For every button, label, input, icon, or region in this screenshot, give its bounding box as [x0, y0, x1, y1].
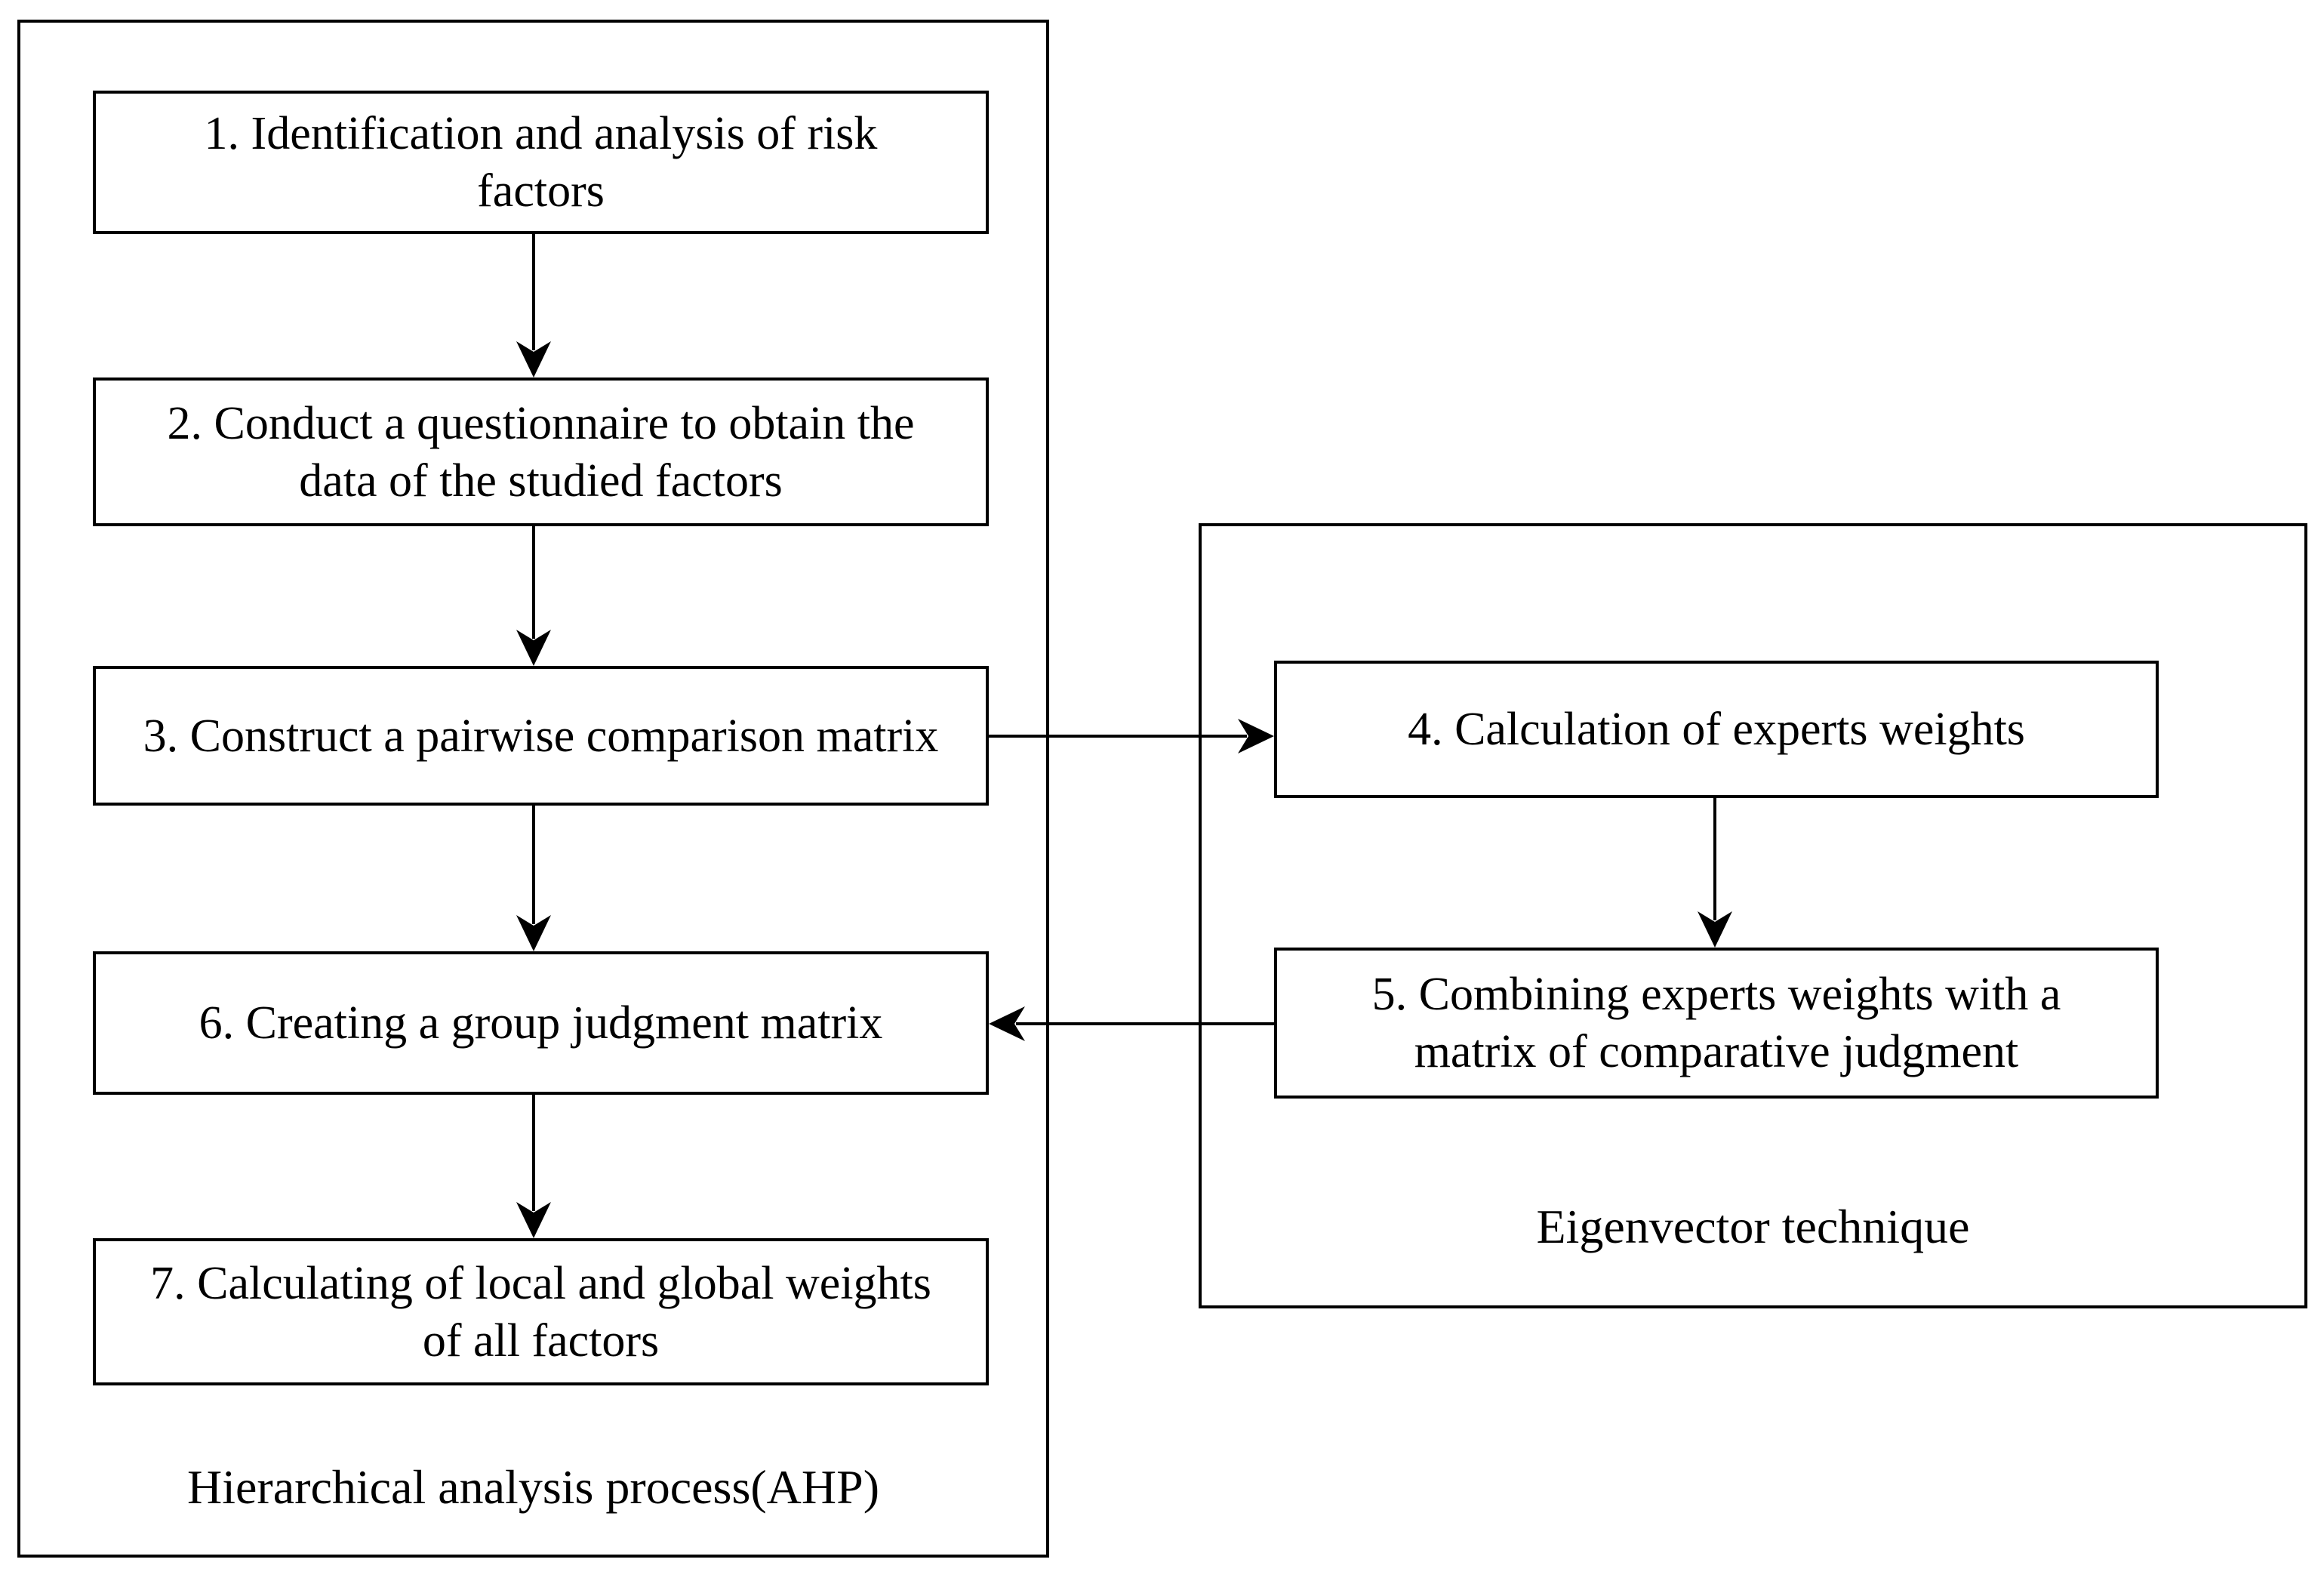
node-text-line: matrix of comparative judgment [1414, 1026, 2019, 1077]
node-text-line: 7. Calculating of local and global weigh… [150, 1257, 931, 1309]
node-5-combine-weights: 5. Combining experts weights with a matr… [1274, 948, 2159, 1099]
eigenvector-container-label: Eigenvector technique [1536, 1200, 1970, 1253]
node-text-line: 4. Calculation of experts weights [1408, 704, 2025, 755]
node-6-group-judgment: 6. Creating a group judgment matrix [93, 951, 989, 1095]
node-text-line: 3. Construct a pairwise comparison matri… [143, 710, 939, 762]
node-text-line: data of the studied factors [299, 455, 783, 507]
ahp-container-label: Hierarchical analysis process(AHP) [187, 1460, 879, 1514]
node-text-line: 1. Identification and analysis of risk [204, 108, 878, 159]
node-text-line: 5. Combining experts weights with a [1371, 969, 2061, 1020]
node-1-identification: 1. Identification and analysis of risk f… [93, 91, 989, 234]
node-text-line: 6. Creating a group judgment matrix [199, 997, 883, 1049]
node-text-line: of all factors [422, 1314, 660, 1367]
ahp-container-box [17, 20, 1049, 1558]
node-text-line: 2. Conduct a questionnaire to obtain the [167, 397, 915, 449]
node-2-questionnaire: 2. Conduct a questionnaire to obtain the… [93, 378, 989, 526]
node-3-pairwise-matrix: 3. Construct a pairwise comparison matri… [93, 666, 989, 806]
node-4-expert-weights: 4. Calculation of experts weights [1274, 661, 2159, 798]
node-7-local-global-weights: 7. Calculating of local and global weigh… [93, 1238, 989, 1385]
node-text-line: factors [477, 165, 605, 217]
eigenvector-container-box [1199, 523, 2307, 1308]
